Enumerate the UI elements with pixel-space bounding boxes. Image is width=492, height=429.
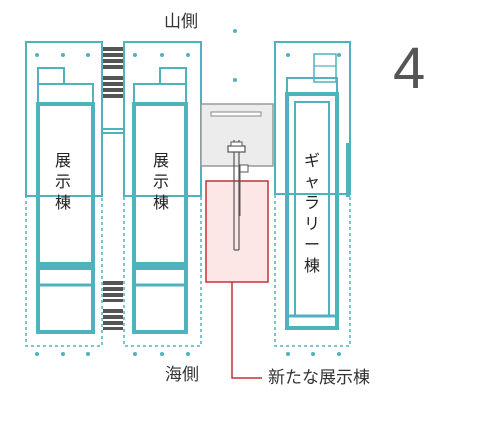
new-hall-leader-line xyxy=(231,282,262,379)
gallery-hall-label: ギャラリー棟 xyxy=(303,151,320,275)
exhibit-hall-right xyxy=(123,41,202,356)
stair-bottom xyxy=(103,281,123,330)
new-exhibit-hall xyxy=(205,140,269,283)
center-axis-dots xyxy=(233,29,237,82)
entrance-block xyxy=(200,103,274,167)
exhibit-hall-right-label: 展示棟 xyxy=(152,151,169,212)
hall-connector xyxy=(102,47,124,330)
stair-top xyxy=(103,47,123,98)
mountain-side-label: 山側 xyxy=(164,12,198,32)
new-exhibit-hall-label: 新たな展示棟 xyxy=(268,368,370,388)
exhibit-hall-left xyxy=(25,41,103,356)
exhibit-hall-left-label: 展示棟 xyxy=(54,151,71,212)
sea-side-label: 海側 xyxy=(165,365,199,385)
gallery-hall xyxy=(274,41,351,356)
sheet-number: 4 xyxy=(393,36,426,101)
